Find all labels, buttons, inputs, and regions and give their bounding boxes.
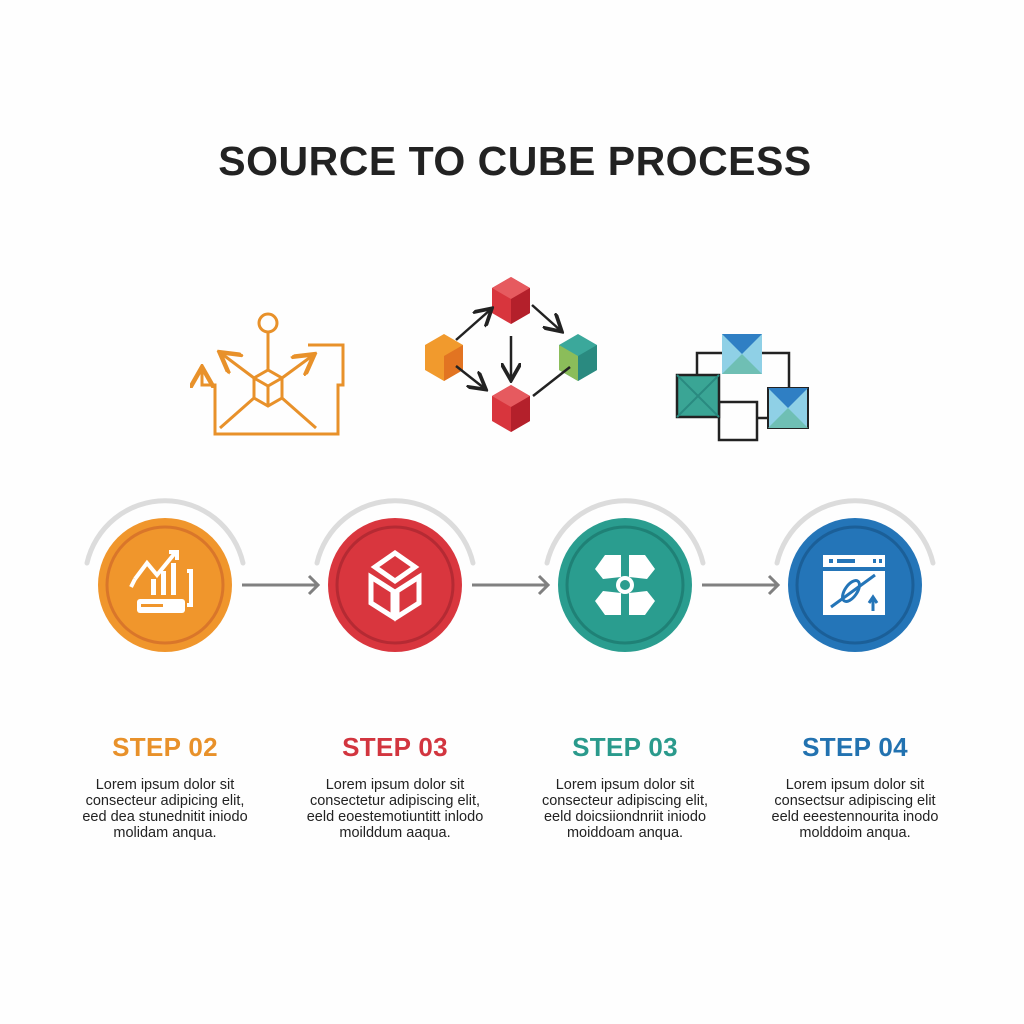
line: Lorem ipsum dolor sit (95, 777, 235, 793)
dashboard-window-icon (823, 555, 885, 615)
cube-left (425, 334, 463, 381)
source-network-icon (202, 312, 345, 436)
line: molidam anqua. (113, 825, 217, 841)
flow-arrow (242, 574, 321, 596)
tile-left (675, 373, 721, 419)
step-title: STEP 03 (572, 732, 678, 762)
line: molddoim anqua. (799, 825, 911, 841)
line: consecteur adipiscing elit, (541, 793, 709, 809)
line: moilddum aaqua. (339, 825, 451, 841)
progress-arc (84, 498, 246, 566)
step-title: STEP 03 (342, 732, 448, 762)
step-circle-2 (328, 518, 462, 652)
chart-growth-icon (129, 550, 193, 613)
line: moiddoam anqua. (566, 825, 684, 841)
step-title: STEP 02 (112, 732, 218, 762)
line: eeld eeestennourita inodo (771, 809, 939, 825)
progress-arc (774, 498, 936, 566)
flow-arrow (472, 574, 551, 596)
page-title: SOURCE TO CUBE PROCESS (218, 138, 812, 184)
cube-icon (368, 549, 422, 622)
line: Lorem ipsum dolor sit (555, 777, 695, 793)
cube-bottom (492, 385, 530, 432)
tile-right (767, 387, 809, 429)
clover-icon (595, 555, 655, 615)
line: consectsur adipiscing elit (774, 793, 936, 809)
line: eed dea stunednitit iniodo (82, 809, 248, 825)
cube-flow-icon (425, 277, 597, 432)
flow-arrow (702, 574, 781, 596)
progress-arc (314, 498, 476, 566)
step-title: STEP 04 (802, 732, 908, 762)
tile-top (722, 334, 762, 374)
line: Lorem ipsum dolor sit (785, 777, 925, 793)
line: eeld eoestemotiuntitt inlodo (306, 809, 484, 825)
cube-mapping-icon (675, 334, 809, 442)
line: eeld doicsiiondnriit iniodo (543, 809, 707, 825)
progress-arc (544, 498, 706, 566)
line: consectetur adipiscing elit, (309, 793, 481, 809)
cube-top (492, 277, 530, 324)
cube-right (559, 334, 597, 381)
line: Lorem ipsum dolor sit (325, 777, 465, 793)
line: consecteur adipicing elit, (85, 793, 245, 809)
